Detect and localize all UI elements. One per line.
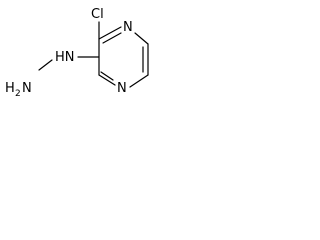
bond-c2-n1-double xyxy=(102,32,122,44)
bond-n1-c6 xyxy=(134,32,149,45)
chlorine-label: Cl xyxy=(91,7,104,22)
hydrazine-nh2-label-n: N xyxy=(22,81,32,96)
hydrazine-nh2-label-h: H xyxy=(5,81,15,96)
bond-n4-c3 xyxy=(98,74,116,86)
bond-c2-n1 xyxy=(98,26,122,40)
ring-nitrogen-bottom-label: N xyxy=(117,81,127,96)
hydrazine-nh-label: HN xyxy=(55,50,75,65)
chemical-structure: Cl N N HN H 2 N xyxy=(5,7,149,99)
bond-c5-n4 xyxy=(129,74,149,88)
bond-nh-nh2 xyxy=(38,59,53,71)
hydrazine-nh2-label-subscript: 2 xyxy=(15,89,21,99)
bond-n4-c3-double xyxy=(100,71,114,81)
ring-nitrogen-top-label: N xyxy=(123,20,133,35)
